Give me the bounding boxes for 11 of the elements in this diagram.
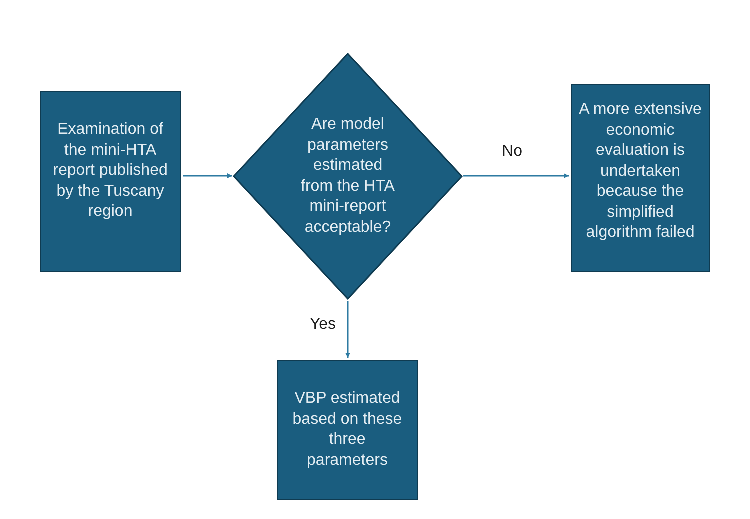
arrow: [346, 301, 350, 358]
step-text: Examination of the mini-HTA report published by the Tuscany region: [52, 120, 169, 222]
question-text: Are model parameters estimated from the HTA mini-report acceptable?: [300, 115, 396, 238]
process-box: [571, 84, 710, 272]
step-text: A more extensive economic evaluation is undertaken because the simplified algorithm failed: [578, 100, 703, 244]
arrow: [464, 174, 569, 178]
process-box: [40, 91, 181, 272]
process-box: [277, 360, 418, 500]
step-text: VBP estimated based on these three parameters: [292, 389, 404, 470]
arrow: [183, 174, 232, 178]
decision-diamond: [234, 54, 462, 299]
